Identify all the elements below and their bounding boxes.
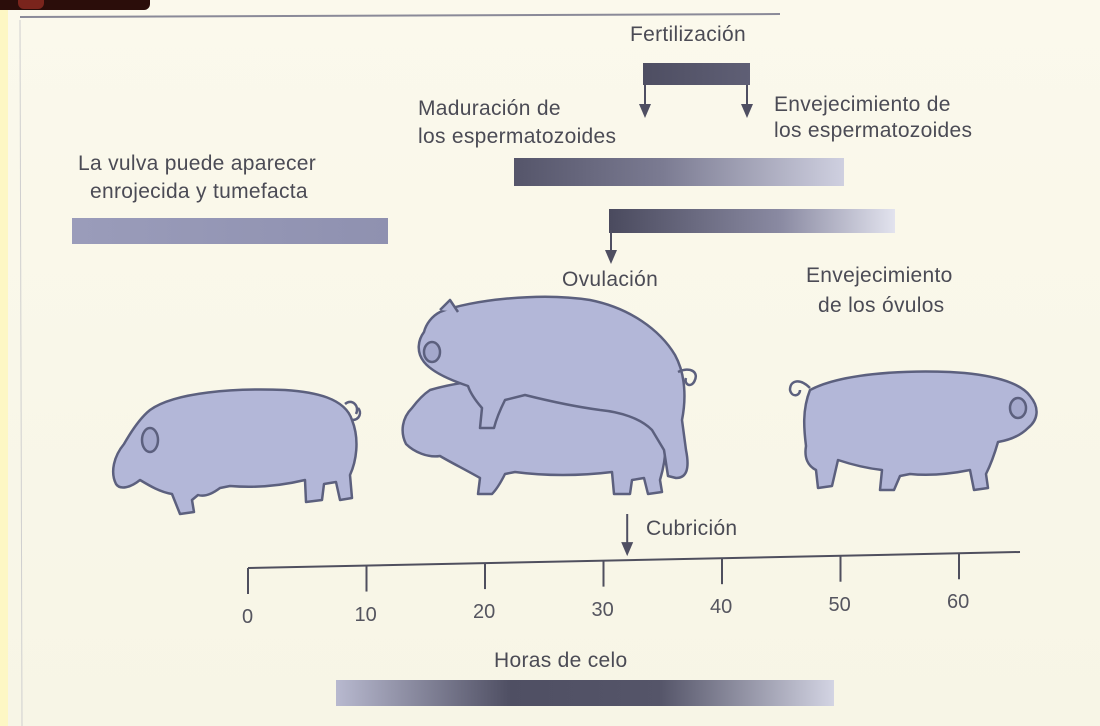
pig-standing-left [113, 390, 360, 514]
axis-tick-label: 20 [473, 601, 495, 624]
axis-tick-label: 40 [710, 596, 732, 619]
arrow-down-icon [621, 514, 633, 556]
axis-tick-label: 60 [947, 591, 969, 614]
sperm-maturation-label-line-2: los espermatozoides [418, 123, 616, 150]
ova-aging-label-line-2: de los óvulos [818, 292, 944, 319]
vulva-label-line-1: La vulva puede aparecer [78, 150, 316, 177]
vulva-swelling-bar [72, 218, 388, 244]
ova-aging-label-line-1: Envejecimiento [806, 262, 953, 289]
fertilization-label: Fertilización [630, 21, 746, 48]
heat-period-bar [336, 680, 834, 706]
sperm-viability-bar [514, 158, 844, 186]
axis-title: Horas de celo [494, 647, 627, 674]
pig-mounting-pair [403, 297, 696, 494]
axis-tick-label: 30 [592, 599, 614, 622]
left-rule [20, 20, 22, 726]
sperm-maturation-label-line-1: Maduración de [418, 95, 561, 122]
hours-axis [248, 552, 1020, 594]
fertilization-bar [639, 63, 753, 118]
ovulation-bar [605, 209, 895, 264]
vulva-label-line-2: enrojecida y tumefacta [90, 178, 308, 205]
pig-standing-right [790, 372, 1037, 490]
sperm-aging-label-line-2: los espermatozoides [774, 117, 972, 144]
axis-tick-label: 50 [829, 594, 851, 617]
sperm-aging-label-line-1: Envejecimiento de [774, 91, 951, 118]
axis-line [248, 552, 1020, 568]
top-rule [20, 14, 780, 17]
axis-tick-label: 10 [355, 604, 377, 627]
mating-label: Cubrición [646, 515, 737, 542]
ovulation-label: Ovulación [562, 266, 658, 293]
axis-tick-label: 0 [242, 606, 253, 629]
